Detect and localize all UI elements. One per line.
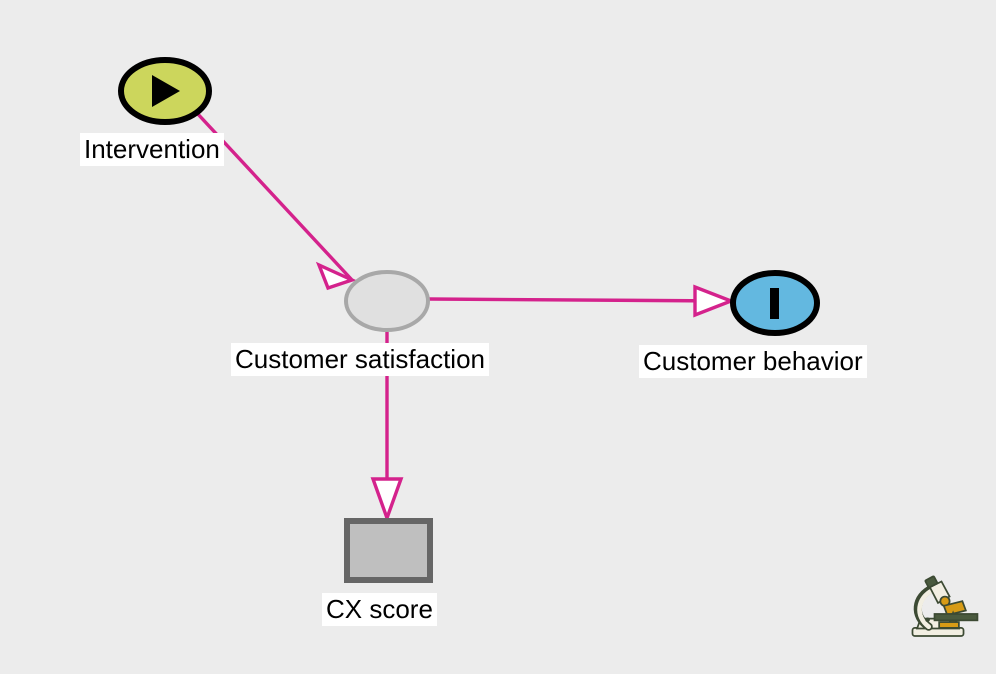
nodes-layer [118, 57, 820, 583]
microscope-icon[interactable] [911, 575, 979, 637]
microscope-eyepiece [924, 575, 939, 589]
node-cx-score[interactable] [344, 518, 433, 583]
node-customer-satisfaction[interactable] [344, 270, 430, 332]
microscope-slide [938, 621, 960, 629]
edge-line [427, 297, 729, 303]
node-label-customer-satisfaction[interactable]: Customer satisfaction [231, 343, 489, 376]
microscope-turret [942, 600, 967, 617]
arrowhead-open-triangle [693, 284, 736, 318]
node-shape-rect [344, 518, 433, 583]
microscope-stage [933, 613, 979, 622]
node-intervention[interactable] [118, 57, 212, 125]
node-label-cx-score[interactable]: CX score [322, 593, 437, 626]
edge-satisfaction-to-behavior[interactable] [427, 284, 736, 318]
edges-layer [194, 110, 736, 524]
arrowhead-open-triangle [370, 477, 404, 524]
node-label-intervention[interactable]: Intervention [80, 133, 224, 166]
node-shape-ellipse [344, 270, 430, 332]
node-customer-behavior[interactable] [730, 270, 820, 336]
microscope-adjust-dot [925, 617, 930, 623]
arrowhead-open-triangle [315, 261, 357, 291]
play-triangle-icon [152, 75, 180, 107]
microscope-arm [917, 587, 936, 630]
vertical-bar-icon [770, 288, 779, 319]
node-label-customer-behavior[interactable]: Customer behavior [639, 345, 867, 378]
